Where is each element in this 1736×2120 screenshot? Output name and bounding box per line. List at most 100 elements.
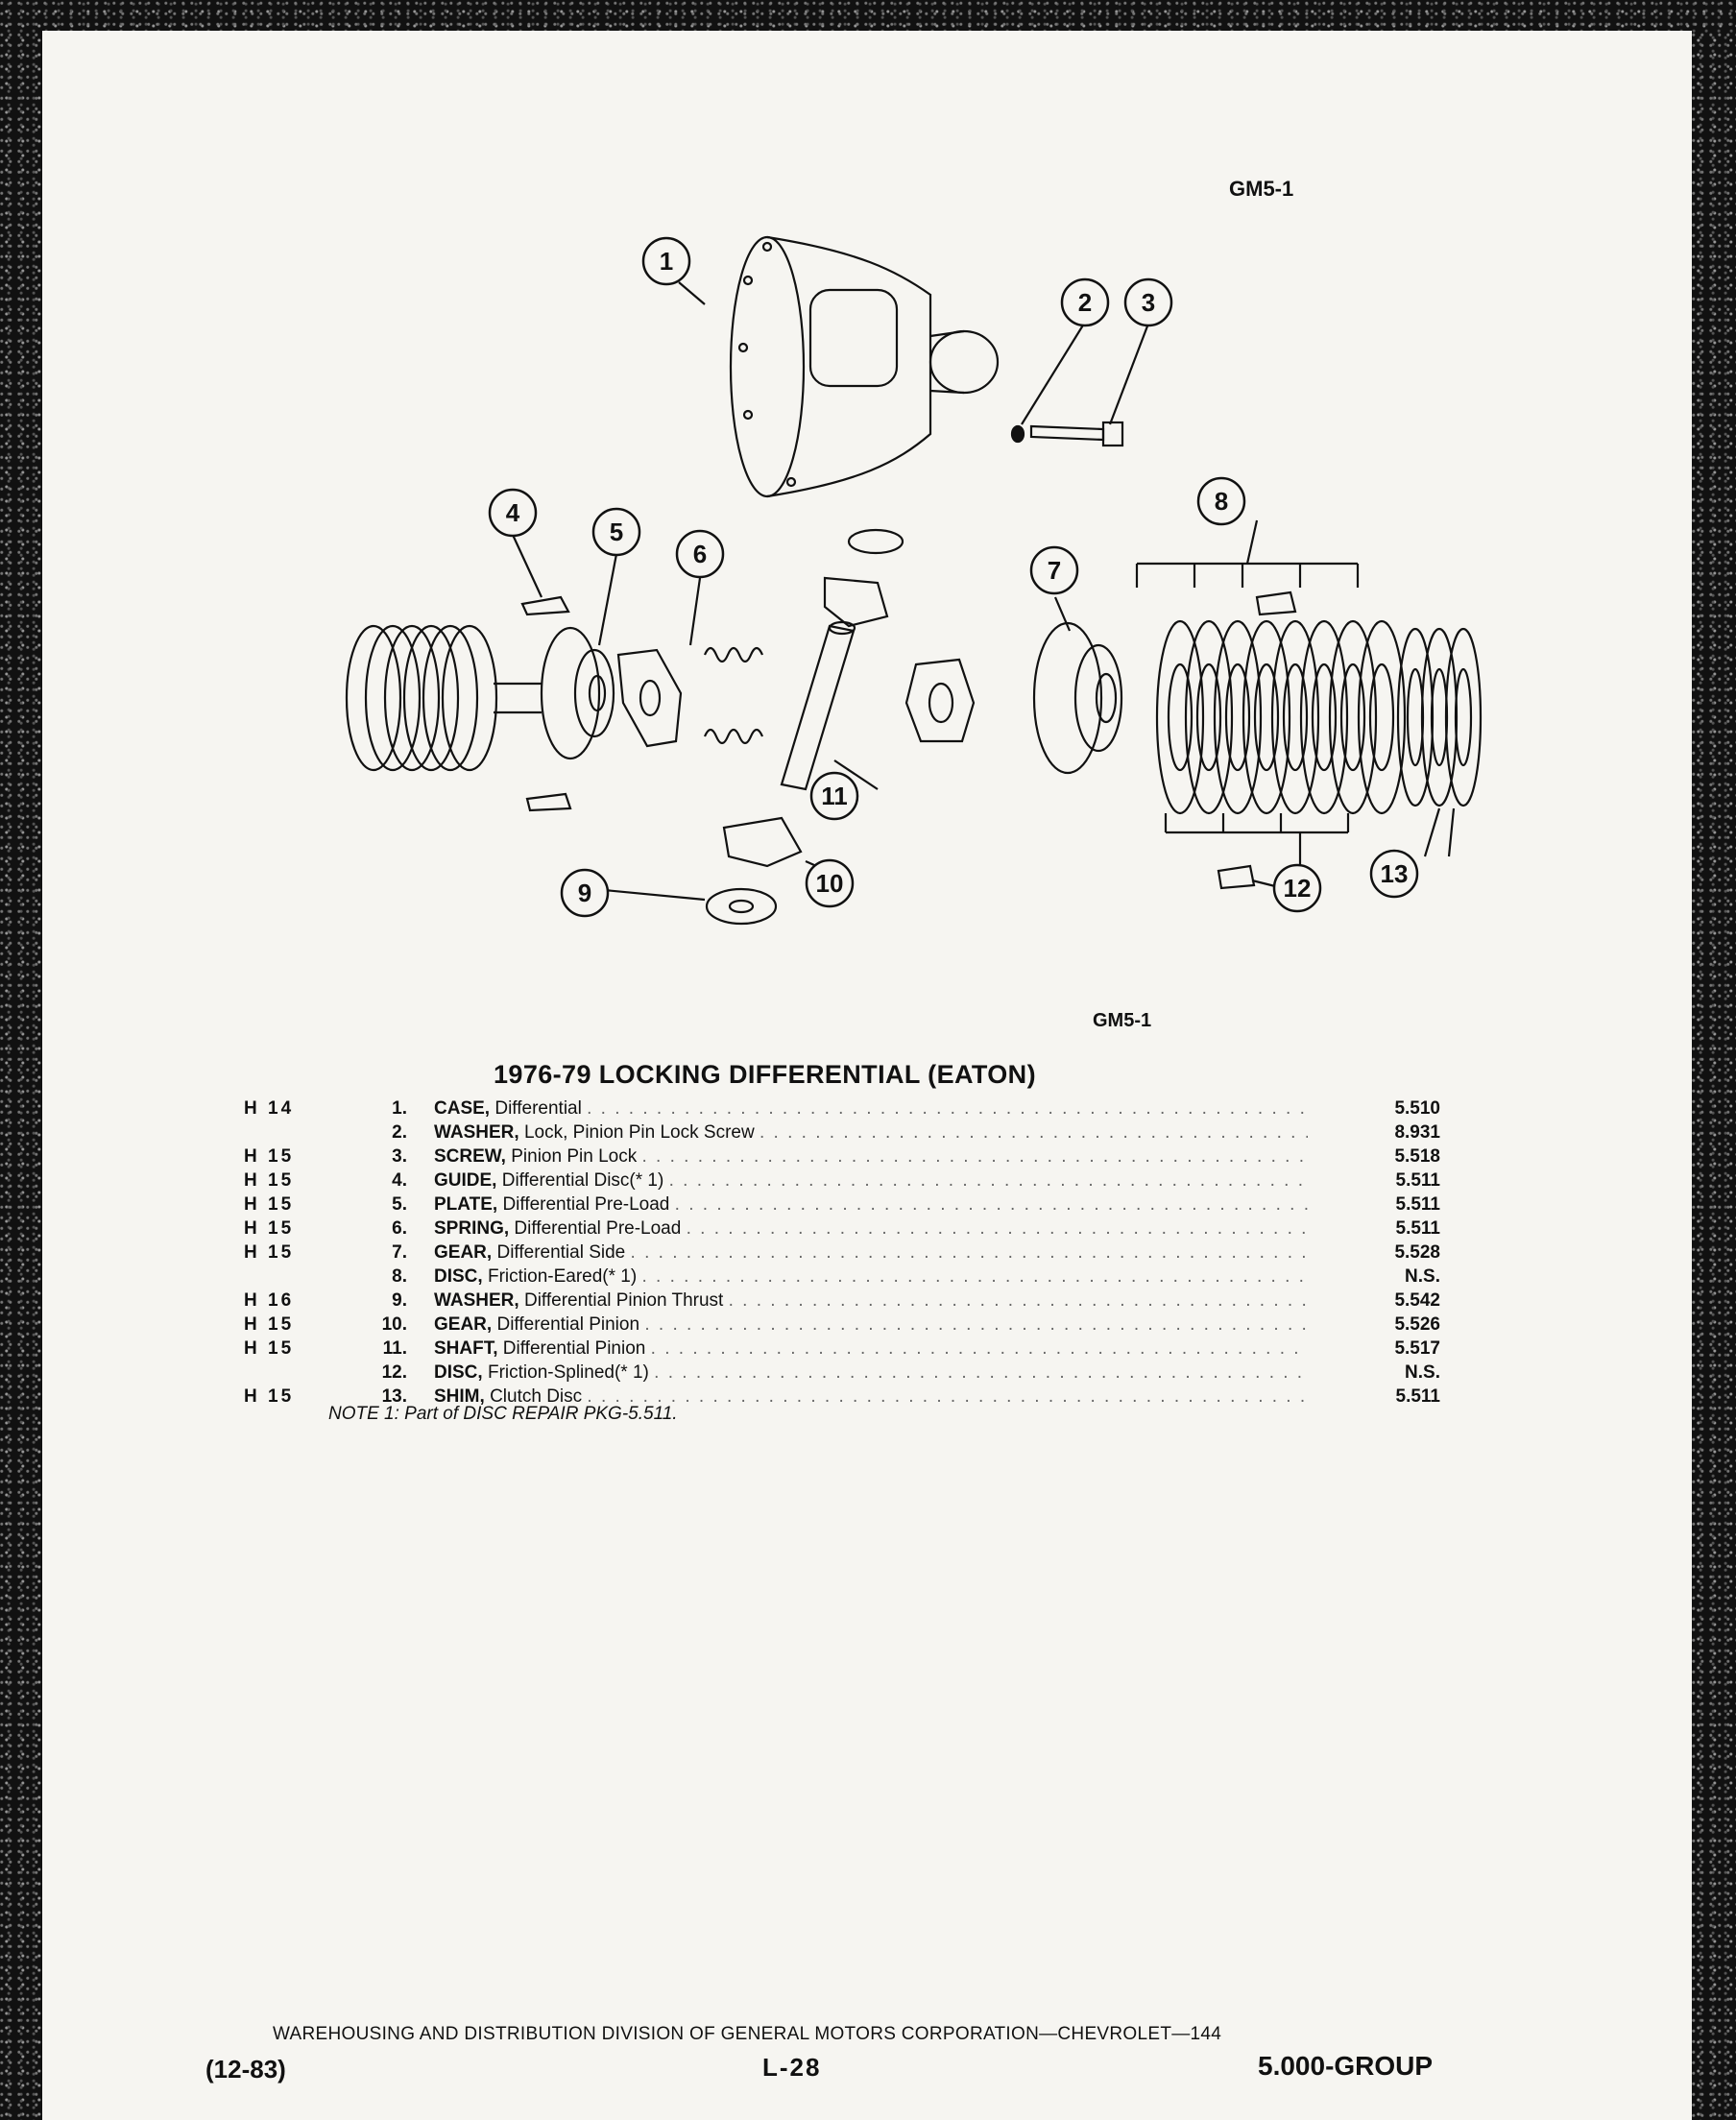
hollander-code: H 15 [244,1314,295,1335]
item-detail: Lock, Pinion Pin Lock Screw [523,1122,755,1143]
parts-row: 2.WASHER, Lock, Pinion Pin Lock Screw . … [42,1120,1692,1144]
parts-row: H 14 1. CASE, Differential . . . . . . . .… [42,1096,1692,1120]
callout-circle-13 [1369,849,1419,899]
item-detail: Differential [494,1098,582,1119]
callout-circle-2 [1060,277,1110,327]
callout-label: 10 [816,869,844,898]
item-detail: Differential Pinion [502,1338,646,1359]
item-number: 6. [392,1218,407,1239]
item-name: GUIDE, [434,1170,497,1191]
callout-label: 7 [1048,556,1061,585]
hollander-code: H 15 [244,1242,295,1263]
parts-row: H 15 7. GEAR, Differential Side . . . . . … [42,1241,1692,1265]
leader-dots: . . . . . . . . . . . . . . . . . . . . … [644,1314,1308,1335]
hollander-code: H 15 [244,1338,295,1359]
callout-circle-7 [1029,545,1079,595]
callout-circle-5 [591,507,641,557]
item-detail: Differential Disc(* 1) [501,1170,664,1191]
item-description: DISC, Friction-Splined(* 1) . . . . . . … [434,1361,1308,1385]
item-detail: Differential Pre-Load [514,1218,682,1239]
item-description: CASE, Differential . . . . . . . . . . .… [434,1096,1308,1120]
parts-row: 12. DISC, Friction-Splined(* 1) . . . . .… [42,1361,1692,1385]
callout-label: 11 [821,782,848,810]
item-number: 4. [392,1170,407,1191]
item-name: SCREW, [434,1146,506,1167]
item-description: SCREW, Pinion Pin Lock . . . . . . . . .… [434,1144,1308,1168]
callout-circle-10 [805,858,855,908]
item-name: SPRING, [434,1218,510,1239]
item-detail: Differential Pre-Load [502,1194,670,1215]
footer-division: WAREHOUSING AND DISTRIBUTION DIVISION OF… [273,2024,1222,2044]
callout-label: 1 [660,247,673,276]
item-number: 9. [392,1290,407,1311]
leader-dots: . . . . . . . . . . . . . . . . . . . . … [686,1218,1308,1239]
item-number: 5. [392,1194,407,1215]
leader-dots: . . . . . . . . . . . . . . . . . . . . … [641,1146,1308,1167]
part-number: 5.517 [1394,1338,1440,1359]
part-number: N.S. [1405,1266,1440,1287]
part-number: 5.511 [1395,1218,1441,1239]
leader-dots: . . . . . . . . . . . . . . . . . . . . … [641,1266,1308,1287]
parts-row: H 15 5. PLATE, Differential Pre-Load . . .… [42,1192,1692,1217]
hollander-code: H 14 [244,1098,295,1119]
side-gear-left [540,626,615,760]
item-number: 3. [392,1146,407,1167]
disc-pack-left [345,624,542,772]
callout-label: 2 [1078,288,1092,317]
item-name: GEAR, [434,1314,493,1335]
leader-dots: . . . . . . . . . . . . . . . . . . . . … [630,1242,1308,1263]
parts-note: NOTE 1: Part of DISC REPAIR PKG-5.511. [328,1404,678,1424]
leader-dots: . . . . . . . . . . . . . . . . . . . . … [587,1386,1308,1407]
item-name: CASE, [434,1098,491,1119]
leader-dots: . . . . . . . . . . . . . . . . . . . . … [674,1194,1308,1215]
item-description: GEAR, Differential Side . . . . . . . . … [434,1241,1308,1265]
callout-circle-8 [1196,476,1246,526]
item-description: SHAFT, Differential Pinion . . . . . . .… [434,1337,1308,1361]
figure-code-top: GM5-1 [1229,177,1294,201]
item-detail: Differential Pinion Thrust [523,1290,724,1311]
item-number: 13. [381,1386,407,1407]
leader-dots: . . . . . . . . . . . . . . . . . . . . … [759,1122,1308,1143]
callout-circle-4 [488,488,538,538]
part-number: 5.528 [1394,1242,1440,1263]
hollander-code: H 16 [244,1290,295,1311]
item-description: WASHER, Differential Pinion Thrust . . .… [434,1289,1308,1313]
item-number: 8. [392,1266,407,1287]
item-description: GUIDE, Differential Disc(* 1) . . . . . … [434,1168,1308,1192]
item-number: 1. [392,1098,407,1119]
parts-row: H 15 10. GEAR, Differential Pinion . . . .… [42,1313,1692,1337]
hollander-code: H 15 [244,1218,295,1239]
item-number: 7. [392,1242,407,1263]
leader-dots: . . . . . . . . . . . . . . . . . . . . … [650,1338,1308,1359]
callout-label: 12 [1284,874,1312,903]
callout-label: 4 [506,498,520,527]
part-number: 5.518 [1394,1146,1440,1167]
item-detail: Differential Side [496,1242,626,1263]
scan-border-right [1692,0,1736,2120]
item-number: 12. [381,1362,407,1383]
part-number: 5.511 [1395,1386,1441,1407]
parts-list-title: 1976-79 LOCKING DIFFERENTIAL (EATON) [494,1060,1036,1089]
leader-dots: . . . . . . . . . . . . . . . . . . . . … [587,1098,1308,1119]
item-name: DISC, [434,1266,483,1287]
part-number: N.S. [1405,1362,1440,1383]
hollander-code: H 15 [244,1194,295,1215]
parts-row: H 15 6. SPRING, Differential Pre-Load . . … [42,1217,1692,1241]
callout-label: 6 [693,540,707,568]
callout-circle-9 [560,868,610,918]
part-number: 8.931 [1394,1122,1440,1143]
item-detail: Pinion Pin Lock [511,1146,638,1167]
callout-circle-3 [1123,277,1173,327]
part-number: 5.526 [1394,1314,1440,1335]
item-name: DISC, [434,1362,483,1383]
part-number: 5.511 [1395,1194,1441,1215]
item-description: GEAR, Differential Pinion . . . . . . . … [434,1313,1308,1337]
item-number: 10. [381,1314,407,1335]
item-name: PLATE, [434,1194,498,1215]
callout-label: 13 [1381,859,1409,888]
footer-group: 5.000-GROUP [1258,2051,1434,2081]
leader-dots: . . . . . . . . . . . . . . . . . . . . … [654,1362,1308,1383]
item-name: SHAFT, [434,1338,498,1359]
